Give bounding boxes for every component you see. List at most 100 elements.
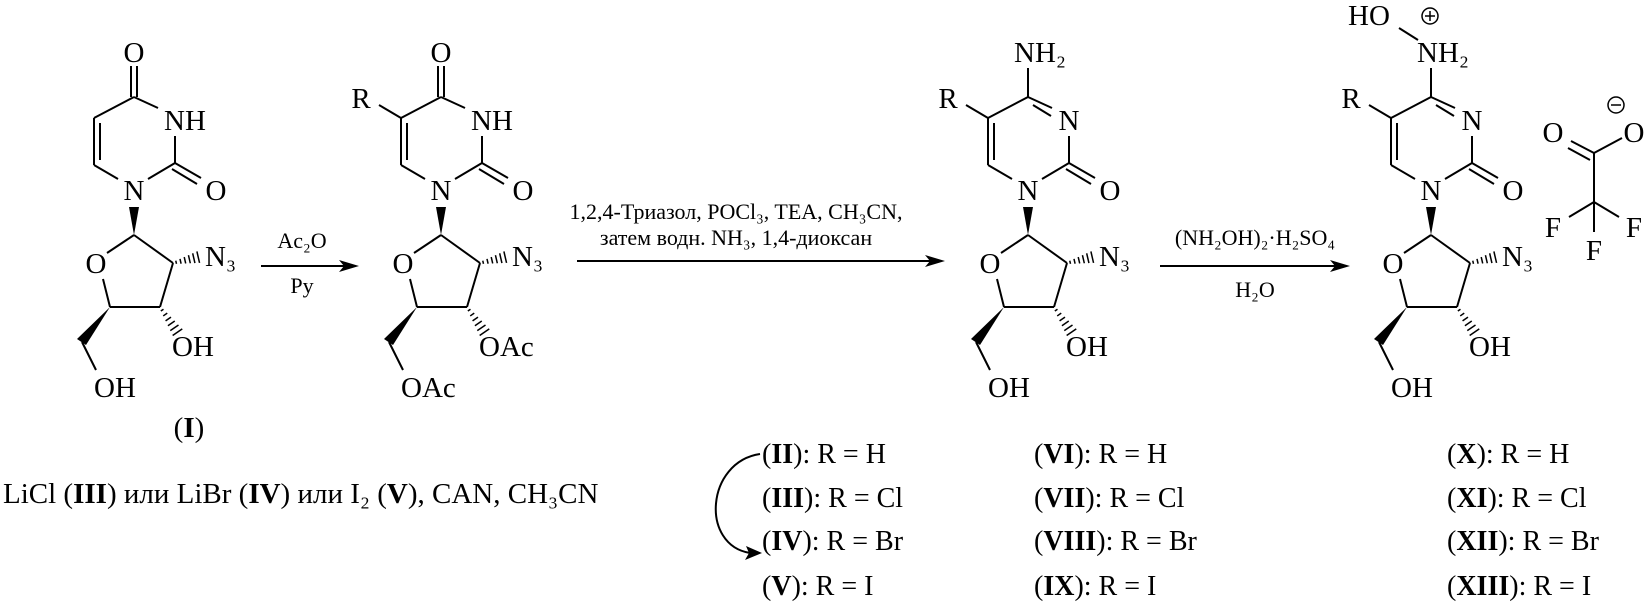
hash-segment — [467, 308, 471, 312]
hashed-bond — [175, 251, 201, 265]
bond-c2-o-inner — [478, 168, 505, 185]
bond-n3-c4 — [133, 96, 159, 109]
bond-c4-n3-inner — [1032, 104, 1052, 117]
bond-c2-o-inner — [1065, 168, 1092, 185]
atom-ring-oxygen: O — [86, 248, 107, 280]
compound-id: V — [771, 571, 791, 602]
substituent: : R = H — [1084, 439, 1167, 470]
hash-segment — [482, 260, 485, 265]
arrow-head-icon — [339, 260, 359, 272]
atom-n3: N — [1462, 105, 1483, 137]
compound-list-item: (III): R = Cl — [762, 483, 903, 514]
paren: ) — [1096, 526, 1105, 557]
atom-5-oxygen: OH — [988, 372, 1030, 404]
reagent-above: (NH₂OH)₂·H₂SO₄ — [1175, 225, 1335, 250]
hash-segment — [187, 255, 192, 264]
substituent: : R = I — [1084, 571, 1157, 602]
hashed-bond — [1054, 308, 1077, 337]
hash-segment — [1472, 260, 1475, 265]
compound-list-1: (II): R = H(III): R = Cl(IV): R = Br(V):… — [762, 439, 904, 602]
hash-segment — [1063, 324, 1073, 332]
compound-list-2: (VI): R = H(VII): R = Cl(VIII): R = Br(I… — [1034, 439, 1198, 602]
bond-o4-c4 — [996, 278, 1005, 308]
compound-id: I — [183, 412, 194, 444]
compound-list-item: (XII): R = Br — [1447, 526, 1600, 557]
bond-c3-c2 — [466, 262, 481, 308]
atom-azide: N₃ — [512, 241, 543, 273]
hash-segment — [183, 256, 187, 264]
arrow-head-icon — [925, 255, 945, 267]
compound-list-item: (V): R = I — [762, 571, 873, 602]
substituent: : R = Cl — [813, 483, 903, 514]
paren: ) — [1498, 526, 1507, 557]
hash-segment — [1459, 312, 1465, 317]
compound-id: IX — [1043, 571, 1074, 602]
paren: ( — [762, 439, 771, 470]
hash-segment — [196, 251, 201, 264]
paren: ) — [1085, 483, 1094, 514]
compound-id: V — [387, 478, 408, 510]
atom-f-bottom: F — [1586, 235, 1602, 267]
atom-o4: O — [124, 37, 145, 69]
bond-c5-o5 — [81, 341, 97, 371]
paren: ( — [762, 526, 771, 557]
bond-c3-c2 — [159, 262, 174, 308]
bond-c-f-left — [1568, 201, 1595, 218]
bond-c2-o-inner — [171, 168, 198, 185]
compound-list-3: (X): R = H(XI): R = Cl(XII): R = Br(XIII… — [1447, 439, 1600, 602]
hash-segment — [486, 258, 489, 264]
bond-o4-c4 — [102, 278, 111, 308]
paren: ( — [1447, 571, 1456, 602]
atom-ring-oxygen: O — [393, 248, 414, 280]
reagent-above: Ac₂O — [277, 228, 326, 253]
halogenation-conditions: LiCl (III) или LiBr (IV) или I₂ (V), CAN… — [3, 453, 762, 560]
compound-id: III — [73, 478, 107, 510]
paren: ( — [762, 483, 771, 514]
substituent: : R = Br — [1508, 526, 1600, 557]
bond-c-f-right — [1593, 201, 1620, 218]
paren: ( — [1447, 439, 1456, 470]
wedge-bond — [1426, 207, 1436, 235]
atom-o2: O — [513, 175, 534, 207]
bond-c1-o4 — [1403, 234, 1432, 254]
positive-charge-icon — [1421, 7, 1439, 25]
compound-list-item: (VI): R = H — [1034, 439, 1167, 470]
hash-segment — [494, 255, 499, 264]
hash-segment — [490, 256, 494, 264]
hash-segment — [479, 328, 490, 337]
bond-c2-c1 — [133, 234, 174, 264]
bond-c4-c5 — [987, 96, 1029, 119]
wedge-bond — [1023, 207, 1033, 235]
hash-segment — [1457, 308, 1461, 312]
hashed-bond — [160, 308, 183, 337]
compound-id: XII — [1456, 526, 1498, 557]
bond-c-o-double — [1570, 140, 1595, 154]
compound-list-item: (IV): R = Br — [762, 526, 904, 557]
bond-c2-o-inner — [1468, 168, 1495, 185]
bond-c5-r — [965, 104, 989, 119]
atom-o-left: O — [1543, 117, 1564, 149]
compound-id: IV — [771, 526, 802, 557]
hash-segment — [1069, 260, 1072, 265]
hash-segment — [1493, 251, 1498, 264]
reagent-above: 1,2,4-Триазол, POCl₃, TEA, CH₃CN, — [570, 199, 903, 224]
atom-o2: O — [1503, 175, 1524, 207]
compound-id: XI — [1456, 483, 1487, 514]
hash-segment — [1488, 253, 1493, 264]
paren: ) — [1509, 571, 1518, 602]
substituent: : R = H — [1486, 439, 1569, 470]
compound-id: III — [771, 483, 804, 514]
substituent: : R = H — [802, 439, 885, 470]
atom-nh2: NH₂ — [1417, 37, 1469, 69]
atom-o4: O — [431, 37, 452, 69]
paren: ( — [174, 412, 184, 444]
bond-c1-o4 — [413, 234, 442, 254]
hash-segment — [1090, 251, 1095, 264]
atom-n1: N — [1018, 175, 1039, 207]
hash-segment — [1066, 328, 1077, 337]
bond-c2-c1 — [1027, 234, 1068, 264]
hashed-bond — [1457, 308, 1480, 337]
curved-arrow-head-icon — [745, 546, 762, 560]
